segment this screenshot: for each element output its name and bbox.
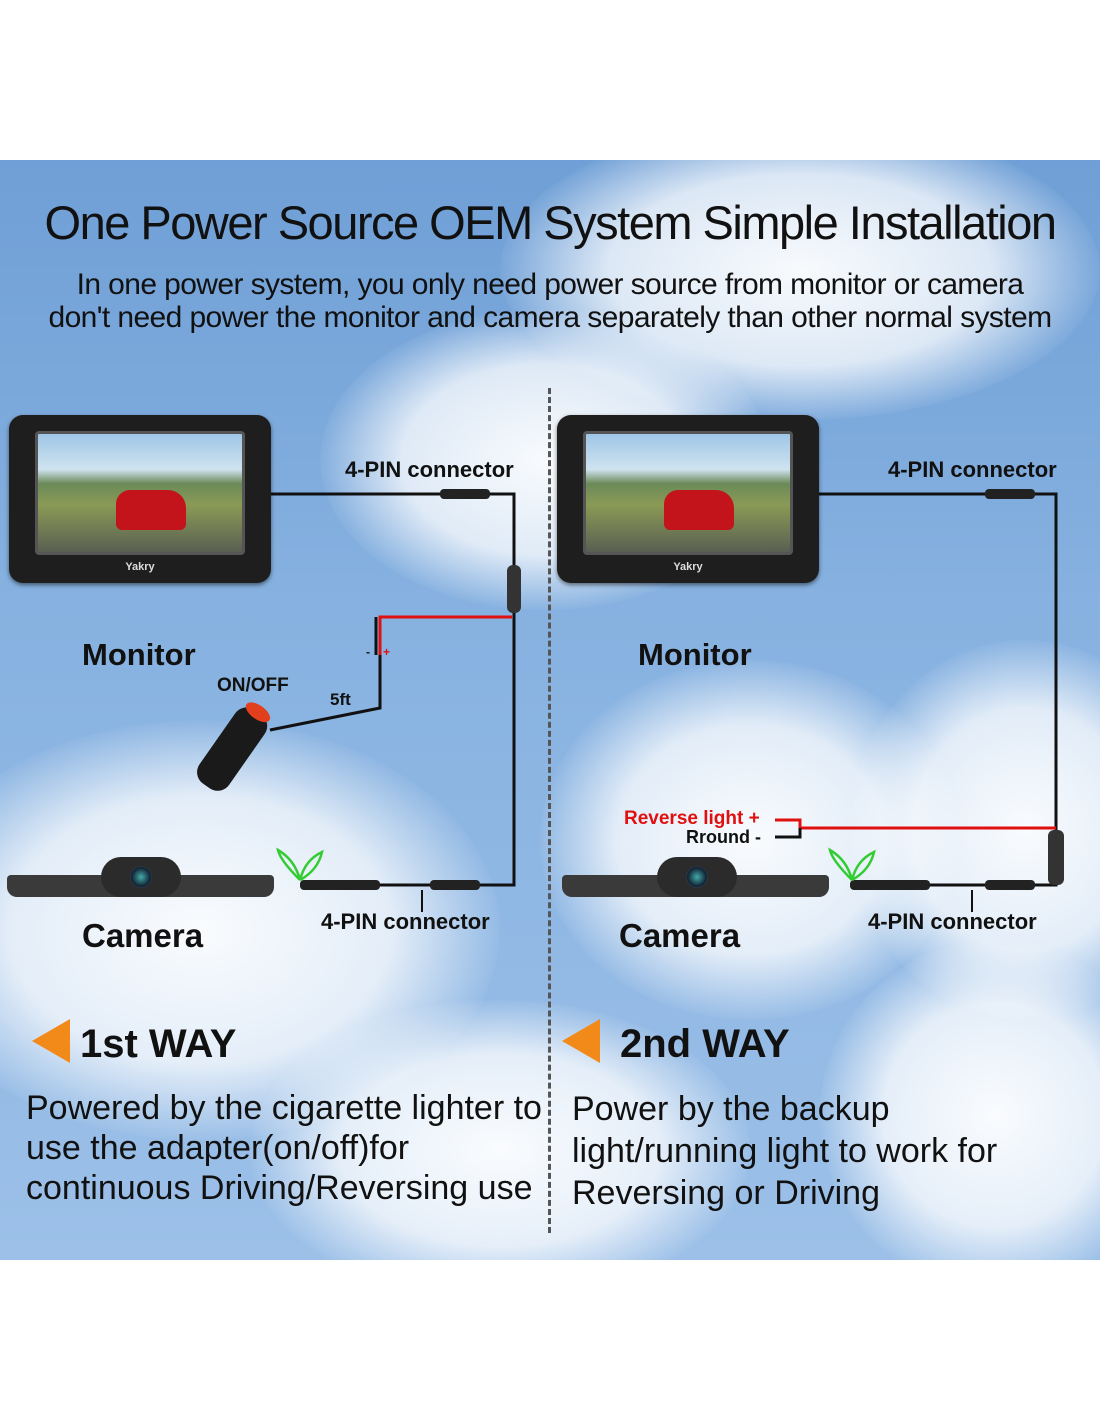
monitor-brand-logo: Yakry — [125, 561, 155, 573]
left-camera-label: Camera — [82, 917, 204, 954]
left-bottom-connector-label: 4-PIN connector — [321, 909, 490, 934]
left-bottom-connector-2 — [430, 880, 480, 890]
plus-label: + — [383, 645, 391, 659]
right-monitor-cable — [818, 492, 1058, 887]
reverse-light-label: Reverse light + — [624, 808, 760, 829]
right-antenna-icon — [828, 847, 876, 882]
sky-background — [0, 160, 1100, 1260]
right-inline-connector — [1048, 830, 1064, 885]
section-divider — [548, 388, 551, 1233]
right-bottom-connector — [850, 880, 930, 890]
first-way-description: Powered by the cigarette lighter to use … — [26, 1089, 542, 1207]
left-top-connector-label: 4-PIN connector — [345, 457, 514, 482]
cigarette-lighter-adapter-icon — [197, 702, 271, 791]
left-top-connector — [440, 489, 490, 499]
left-antenna-icon — [276, 847, 324, 882]
subtitle-line-2: don't need power the monitor and camera … — [48, 301, 1053, 334]
left-bottom-connector — [300, 880, 380, 890]
left-inline-connector — [507, 565, 521, 613]
right-camera-image — [657, 857, 737, 897]
right-camera-label: Camera — [619, 917, 741, 954]
monitor-brand-logo: Yakry — [673, 561, 703, 573]
right-top-connector — [985, 489, 1035, 499]
left-arrow-icon — [32, 1019, 70, 1063]
subtitle-line-1: In one power system, you only need power… — [76, 268, 1024, 301]
right-monitor-label: Monitor — [638, 637, 752, 672]
right-negative-wire — [775, 828, 802, 839]
right-arrow-icon — [562, 1019, 600, 1063]
left-lighter-cable — [269, 655, 382, 732]
second-way-title: 2nd WAY — [620, 1022, 790, 1066]
left-monitor-cable — [270, 492, 516, 887]
on-off-label: ON/OFF — [217, 675, 289, 696]
second-way-description: Power by the backup light/running light … — [572, 1090, 998, 1212]
cable-length-label: 5ft — [330, 690, 351, 709]
right-top-connector-label: 4-PIN connector — [888, 457, 1057, 482]
camera-lens-icon — [686, 866, 708, 888]
right-bottom-connector-label: 4-PIN connector — [868, 909, 1037, 934]
minus-label: - — [366, 645, 370, 659]
left-power-positive-wire — [378, 615, 512, 655]
camera-lens-icon — [130, 866, 152, 888]
left-camera-image — [101, 857, 181, 897]
first-way-title: 1st WAY — [80, 1022, 237, 1066]
page-title: One Power Source OEM System Simple Insta… — [44, 196, 1057, 249]
ground-label: Rround - — [686, 827, 761, 847]
right-bottom-connector-2 — [985, 880, 1035, 890]
left-monitor-image: Yakry — [9, 415, 271, 583]
left-monitor-label: Monitor — [82, 637, 196, 672]
right-monitor-image: Yakry — [557, 415, 819, 583]
right-positive-wire — [775, 818, 1056, 830]
